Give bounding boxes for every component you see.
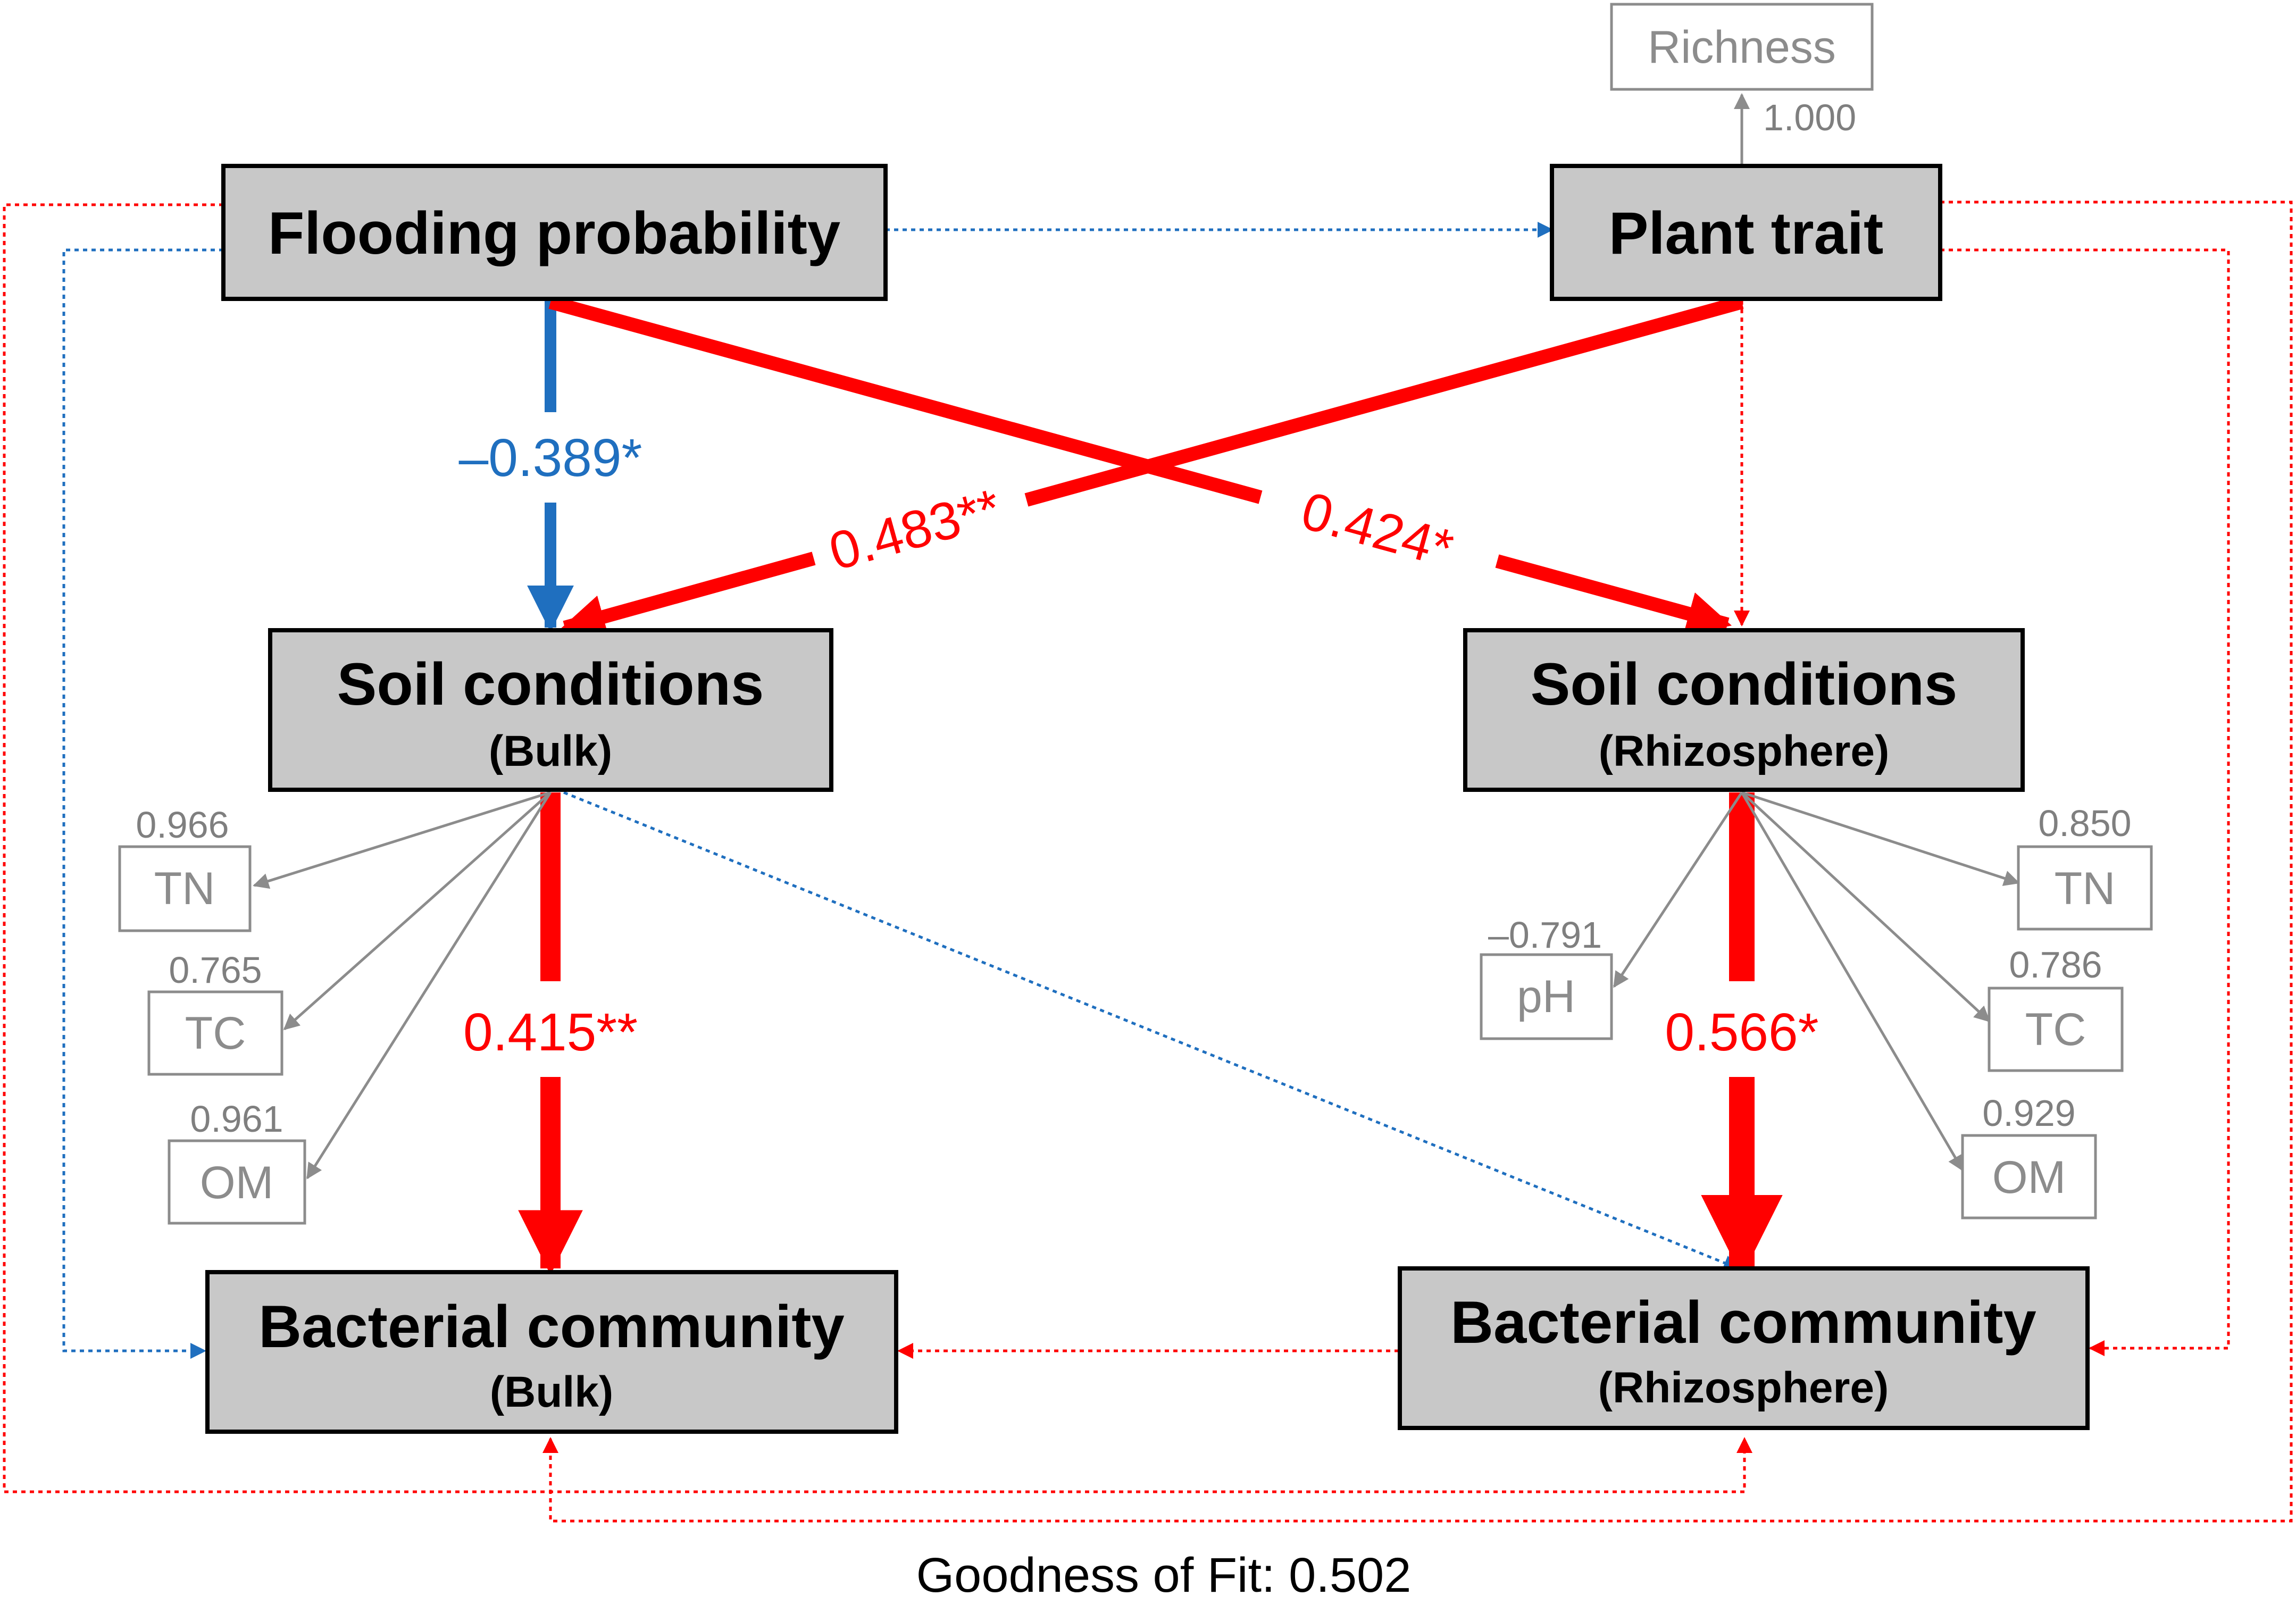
nonsignificant-paths xyxy=(3,200,2293,1523)
indicator-bulk-tc-label: TC xyxy=(185,1008,246,1059)
significant-paths xyxy=(518,295,1783,1277)
indicator-rhizo-tc: TC 0.786 xyxy=(1988,944,2124,1072)
indicator-rhizo-tc-loading: 0.786 xyxy=(2009,944,2102,985)
indicator-bulk-om: OM 0.961 xyxy=(168,1098,306,1225)
indicator-rhizo-tc-label: TC xyxy=(2025,1004,2086,1055)
node-bact-rhizo-label: Bacterial community xyxy=(1450,1289,2036,1356)
node-flooding-label: Flooding probability xyxy=(268,200,840,266)
indicator-rhizo-om: OM 0.929 xyxy=(1961,1092,2097,1219)
load-rhizo-tc xyxy=(1741,791,1991,1023)
load-rhizo-tn xyxy=(1741,791,2020,886)
path-plant-to-bact-rhizo xyxy=(1940,248,2230,1356)
indicator-rhizo-tn-loading: 0.850 xyxy=(2038,803,2131,844)
node-soil-bulk-label: Soil conditions xyxy=(337,651,764,717)
load-rhizo-om xyxy=(1740,791,1964,1172)
load-bulk-tc xyxy=(283,791,552,1030)
load-bulk-tn xyxy=(253,791,551,889)
indicator-rhizo-tn: TN 0.850 xyxy=(2017,803,2153,931)
path-flood-to-bact-rhizo xyxy=(3,203,1752,1493)
goodness-of-fit: Goodness of Fit: 0.502 xyxy=(916,1548,1412,1602)
node-soil-bulk: Soil conditions (Bulk) xyxy=(268,628,833,792)
node-flooding-probability: Flooding probability xyxy=(221,164,888,301)
node-plant-trait: Plant trait xyxy=(1550,164,1942,301)
measurement-arrows xyxy=(253,93,2020,1180)
indicator-bulk-tn-loading: 0.966 xyxy=(136,804,229,846)
path-soil-bulk-to-bact-rhizo xyxy=(563,791,1740,1271)
indicator-bulk-om-loading: 0.961 xyxy=(190,1098,283,1140)
indicator-rhizo-ph-loading: –0.791 xyxy=(1488,914,1602,956)
node-bact-rhizo-sub: (Rhizosphere) xyxy=(1598,1364,1889,1412)
indicator-rhizo-tn-label: TN xyxy=(2055,863,2116,914)
path-flood-to-soil-rhizo-arrow xyxy=(1495,554,1732,636)
indicator-richness-loading: 1.000 xyxy=(1763,97,1856,138)
indicator-bulk-tc: TC 0.765 xyxy=(147,949,283,1076)
node-plant-label: Plant trait xyxy=(1609,200,1884,266)
node-bact-bulk: Bacterial community (Bulk) xyxy=(205,1270,898,1434)
indicator-rhizo-om-label: OM xyxy=(1992,1152,2066,1203)
indicator-rhizo-ph: pH –0.791 xyxy=(1480,914,1613,1040)
node-soil-rhizo-sub: (Rhizosphere) xyxy=(1599,727,1890,775)
indicator-bulk-om-label: OM xyxy=(200,1157,274,1208)
indicator-bulk-tn-label: TN xyxy=(154,863,215,914)
path-plant-to-soil-bulk xyxy=(1024,295,1744,507)
coef-flood-soil-rhizo: 0.424* xyxy=(1295,481,1459,579)
indicator-richness-label: Richness xyxy=(1648,22,1836,73)
node-bact-bulk-sub: (Bulk) xyxy=(490,1368,613,1416)
indicator-bulk-tc-loading: 0.765 xyxy=(169,949,262,991)
node-bact-bulk-label: Bacterial community xyxy=(258,1293,845,1360)
coef-soil-bact-bulk: 0.415** xyxy=(463,1002,638,1062)
coef-flood-soil-bulk: –0.389* xyxy=(459,428,642,488)
node-soil-rhizo: Soil conditions (Rhizosphere) xyxy=(1463,628,2025,792)
path-flood-to-soil-rhizo xyxy=(548,295,1263,504)
path-plant-to-soil-bulk-arrow xyxy=(560,552,816,639)
node-bact-rhizo: Bacterial community (Rhizosphere) xyxy=(1398,1266,2090,1430)
indicator-bulk-tn: TN 0.966 xyxy=(118,804,252,932)
coef-plant-soil-bulk: 0.483** xyxy=(823,478,1007,582)
path-plant-to-bact-bulk xyxy=(542,200,2293,1523)
coef-soil-bact-rhizo: 0.566* xyxy=(1665,1002,1818,1062)
indicator-richness: Richness 1.000 xyxy=(1610,3,1874,138)
node-soil-rhizo-label: Soil conditions xyxy=(1531,651,1958,717)
load-bulk-om xyxy=(306,791,552,1180)
path-flood-to-bact-bulk xyxy=(62,248,223,1359)
node-soil-bulk-sub: (Bulk) xyxy=(489,727,612,775)
indicator-rhizo-ph-label: pH xyxy=(1517,971,1575,1022)
indicator-rhizo-om-loading: 0.929 xyxy=(1982,1092,2075,1134)
load-rhizo-ph xyxy=(1613,791,1743,988)
